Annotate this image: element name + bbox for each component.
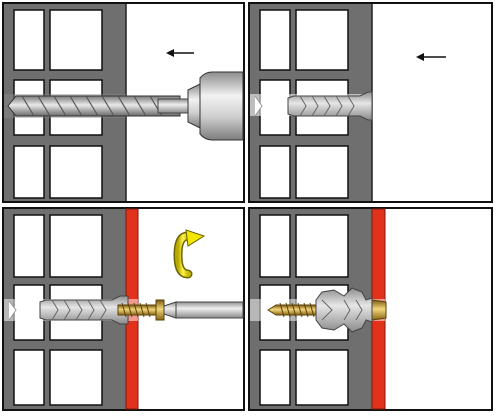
wall-anchor xyxy=(287,91,373,121)
direction-arrow-left xyxy=(166,49,194,57)
panel-step-2-insert-anchor xyxy=(248,2,493,203)
panel-step-3-drive-screw xyxy=(2,207,245,411)
rotation-arrow-icon xyxy=(173,229,206,279)
direction-arrow-left xyxy=(416,53,446,61)
panel-step-4-anchor-expanded xyxy=(248,207,493,411)
brick-cavities xyxy=(259,9,349,199)
wall-anchor xyxy=(39,295,129,325)
expanded-anchor xyxy=(315,287,373,333)
screw xyxy=(267,299,387,321)
screwdriver xyxy=(163,301,244,319)
panel-step-1-drill xyxy=(2,2,245,203)
drill-chuck xyxy=(187,71,244,141)
drill-bit xyxy=(7,95,195,117)
screw xyxy=(117,299,165,321)
